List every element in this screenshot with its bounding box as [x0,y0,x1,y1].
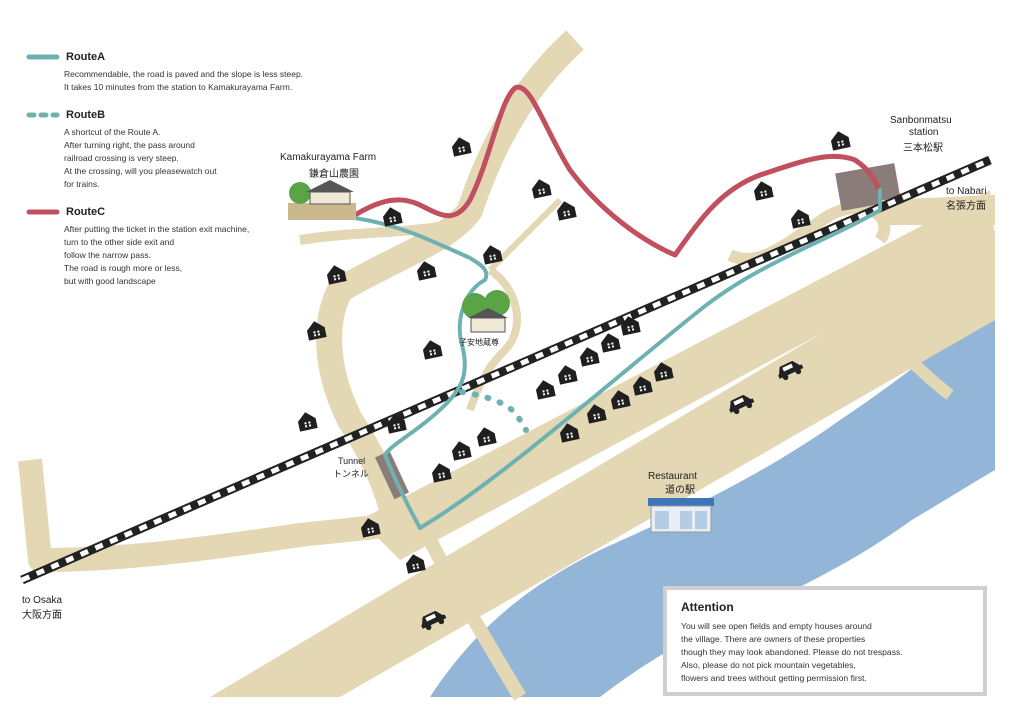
legend-line: At the crossing, will you pleasewatch ou… [64,166,217,176]
shrine-icon [468,308,508,333]
station-label-en-2: station [909,127,938,138]
nabari-label-en: to Nabari [946,186,987,197]
house-icon [360,518,381,538]
house-icon [476,427,497,447]
attention-title: Attention [681,600,734,614]
house-icon [632,376,653,396]
station-label-en-1: Sanbonmatsu [890,115,952,126]
farm-label-en: Kamakurayama Farm [280,152,376,163]
house-icon [830,131,851,151]
tunnel-label-en: Tunnel [338,456,365,466]
house-icon [482,245,503,265]
station-platform [835,163,901,211]
upper-left-road [316,30,584,524]
house-icon [535,380,556,400]
route-b-path [459,389,529,433]
rail-side-road [360,190,995,560]
shrine-label: 子安地蔵尊 [459,337,499,347]
house-icon [382,207,403,227]
crossing-road-east [880,330,954,400]
house-icon [620,316,641,336]
route-c-path [352,84,881,258]
house-icon [753,181,774,201]
legend-route-a: RouteA Recommendable, the road is paved … [26,48,346,94]
station-right-road [880,195,995,225]
farm-road [299,215,472,245]
house-icon [556,201,577,221]
restaurant-label-en: Restaurant [648,471,697,482]
legend-line: for trains. [64,179,100,189]
legend-line: After turning right, the pass around [64,140,195,150]
route-c-swatch [26,209,60,215]
house-icon [790,209,811,229]
house-icon [653,362,674,382]
house-icon [405,554,426,574]
house-icon [557,365,578,385]
legend-line: A shortcut of the Route A. [64,127,161,137]
house-icon [431,463,452,483]
osaka-label-jp: 大阪方面 [22,608,62,621]
tunnel-label-jp: トンネル [333,469,369,479]
crossing-road-south [423,536,527,701]
house-icon [326,265,347,285]
legend-line: Recommendable, the road is paved and the… [64,69,304,79]
houses [297,131,851,574]
osaka-label-en: to Osaka [22,595,62,606]
car-icon [778,360,804,381]
house-icon [306,321,327,341]
house-icon [610,390,631,410]
main-highway [210,230,995,697]
house-icon [422,340,443,360]
legend-line: but with good landscape [64,276,156,286]
house-icon [297,412,318,432]
restaurant-label-jp: 道の駅 [665,483,695,496]
attention-line: flowers and trees without getting permis… [681,673,867,683]
legend-title: RouteB [66,109,106,121]
house-icon [386,414,407,434]
house-icon [586,404,607,424]
legend-title: RouteC [66,206,106,218]
house-icon [451,441,472,461]
legend-line: turn to the other side exit and [64,237,175,247]
route-legend: RouteA Recommendable, the road is paved … [26,48,346,300]
legend-line: The road is rough more or less, [64,263,183,273]
station-label-jp: 三本松駅 [903,141,943,154]
attention-line: Also, please do not pick mountain vegeta… [681,660,856,670]
legend-line: follow the narrow pass. [64,250,151,260]
attention-line: though they may look abandoned. Please d… [681,647,903,657]
legend-route-b: RouteB A shortcut of the Route A. After … [26,106,346,191]
nabari-label-jp: 名張方面 [946,199,986,212]
car-icon [729,394,755,415]
house-icon [531,179,552,199]
attention-box: Attention You will see open fields and e… [663,586,987,696]
mountain-path [487,197,563,273]
attention-line: the village. There are owners of these p… [681,634,866,644]
house-icon [579,347,600,367]
house-icon [600,333,621,353]
farm-label-jp: 鎌倉山農園 [309,167,359,180]
restaurant-building-icon [648,498,714,533]
route-a-swatch [26,54,60,60]
car-icon [421,610,447,631]
attention-line: You will see open fields and empty house… [681,621,872,631]
house-icon [559,423,580,443]
route-b-swatch [26,112,60,118]
house-icon [451,137,472,157]
legend-line: It takes 10 minutes from the station to … [64,82,293,92]
house-icon [416,261,437,281]
legend-line: After putting the ticket in the station … [64,224,250,234]
cars [421,360,804,631]
legend-route-c: RouteC After putting the ticket in the s… [26,203,346,288]
route-a-path [353,188,882,530]
legend-line: railroad crossing is very steep. [64,153,179,163]
farm-building-icon [288,180,356,220]
legend-title: RouteA [66,51,106,63]
railway [20,155,992,585]
